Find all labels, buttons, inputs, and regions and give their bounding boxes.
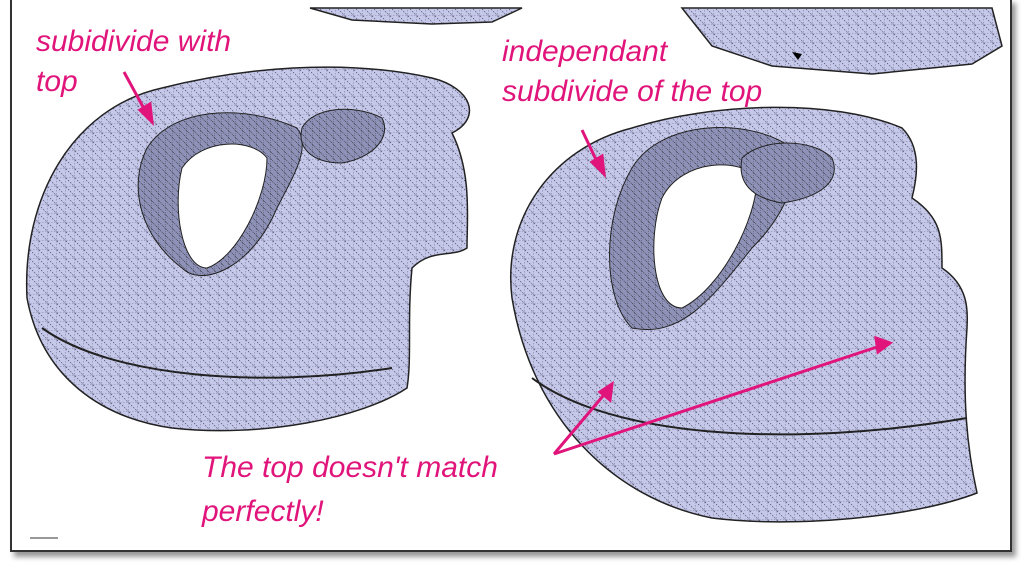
left-label-line1: subidivide with <box>36 25 232 58</box>
right-spiral-model <box>510 106 978 523</box>
arrow-cursor-icon <box>792 52 802 60</box>
left-annotation: subidivide with top <box>36 22 231 102</box>
model-scene <box>25 7 1003 539</box>
sketchup-viewport[interactable]: subidivide with top independant subdivid… <box>10 0 1012 552</box>
right-annotation: independant subdivide of the top <box>502 32 762 112</box>
right-label-line1: independant <box>502 35 668 68</box>
annotation-arrows <box>122 71 894 456</box>
top-partial-model-left <box>309 7 523 25</box>
bottom-annotation: The top doesn't match perfectly! <box>202 446 498 534</box>
top-partial-model-right <box>680 7 1003 75</box>
bottom-label-line2: perfectly! <box>202 495 324 528</box>
right-label-line2: subdivide of the top <box>502 75 763 108</box>
left-label-line2: top <box>36 65 78 98</box>
bottom-label-line1: The top doesn't match <box>202 451 498 484</box>
left-spiral-model <box>25 66 471 432</box>
